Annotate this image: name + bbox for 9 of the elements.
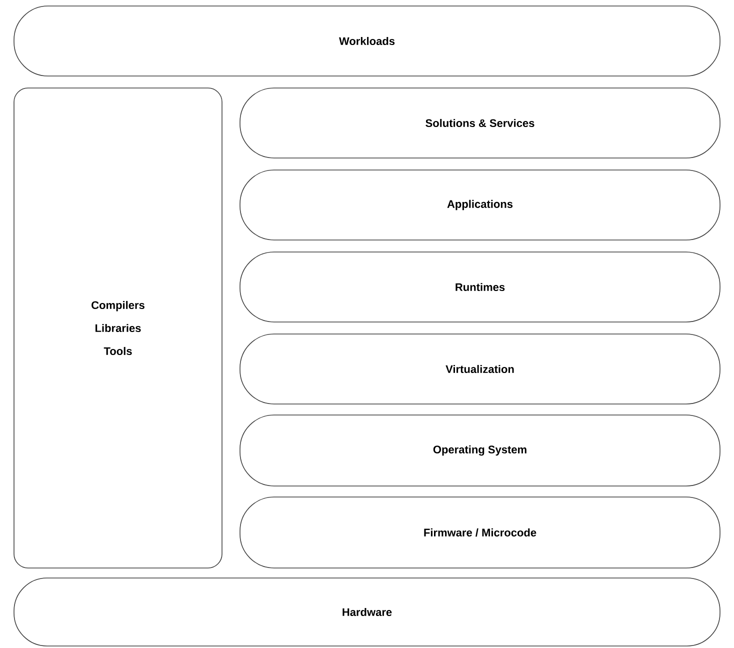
tools-panel: Compilers Libraries Tools [14, 88, 222, 568]
layer-band: Hardware [14, 578, 720, 646]
layer-band: Virtualization [240, 334, 720, 404]
layer-band: Solutions & Services [240, 88, 720, 158]
layer-band: Runtimes [240, 252, 720, 322]
layer-band: Workloads [14, 6, 720, 76]
layer-band: Operating System [240, 414, 720, 486]
layer-band: Applications [240, 170, 720, 240]
layer-band: Firmware / Microcode [240, 496, 720, 568]
